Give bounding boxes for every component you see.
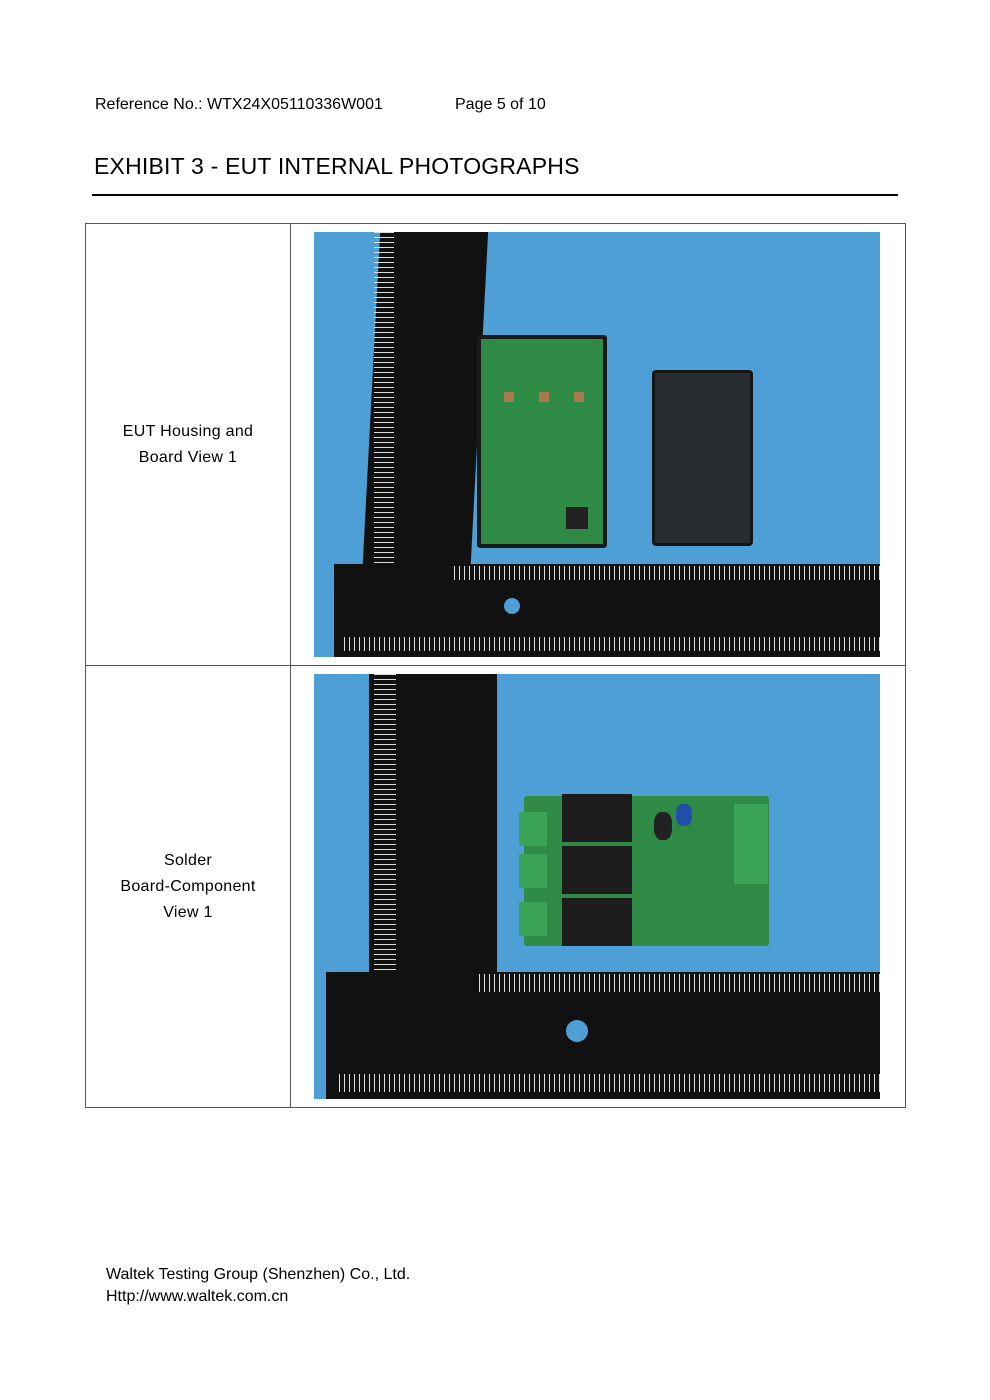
table-row: EUT Housing and Board View 1 <box>85 223 906 666</box>
photo-caption: EUT Housing and Board View 1 <box>85 223 291 666</box>
caption-line: Solder <box>163 851 213 869</box>
caption-line: View 1 <box>163 903 213 921</box>
table-row: Solder Board-Component View 1 <box>85 665 906 1108</box>
website-link[interactable]: Http://www.waltek.com.cn <box>106 1288 289 1305</box>
housing <box>652 370 753 546</box>
caption-line: Board View 1 <box>138 448 238 466</box>
title-divider <box>92 194 898 196</box>
page-number: Page 5 of 10 <box>455 96 546 113</box>
pcb-board <box>524 796 769 946</box>
caption-line: EUT Housing and <box>122 422 254 440</box>
photo-caption: Solder Board-Component View 1 <box>85 665 291 1108</box>
solder-board-component-photo <box>314 674 880 1099</box>
photo-table: EUT Housing and Board View 1 Solder <box>85 223 906 1108</box>
company-name: Waltek Testing Group (Shenzhen) Co., Ltd… <box>106 1266 411 1283</box>
caption-line: Board-Component <box>120 877 256 895</box>
page-title: EXHIBIT 3 - EUT INTERNAL PHOTOGRAPHS <box>94 153 580 179</box>
housing-and-board-photo <box>314 232 880 657</box>
footer: Waltek Testing Group (Shenzhen) Co., Ltd… <box>106 1264 410 1308</box>
reference-number: Reference No.: WTX24X05110336W001 <box>95 96 383 113</box>
